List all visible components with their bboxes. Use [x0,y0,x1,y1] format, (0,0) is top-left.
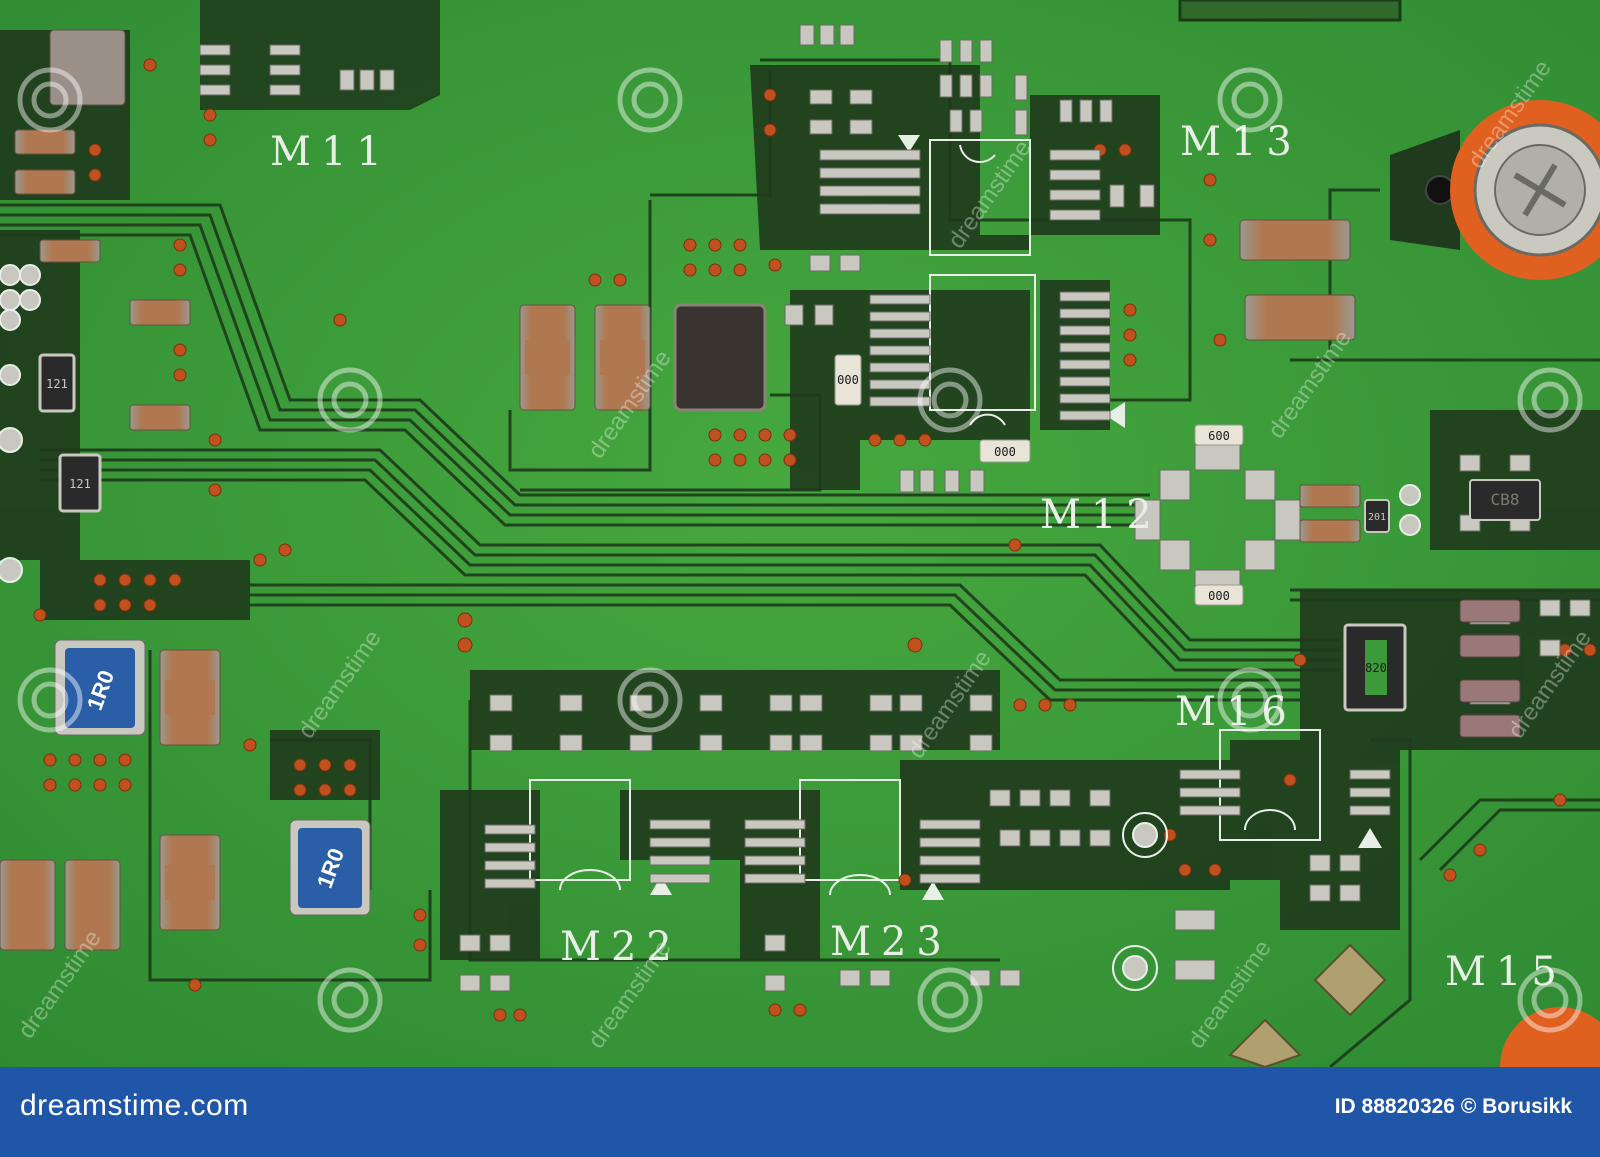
label-m15: M15 [1445,949,1567,995]
connector-top [1178,0,1402,22]
rf-footprint-m12 [1134,444,1301,596]
ic-marking-cb8: CB8 [1491,490,1520,509]
silkscreen-outlines [529,139,1321,896]
resistor-marking-000-a: 000 [837,373,859,387]
resistor-marking-000-c: 000 [1208,589,1230,603]
resistor-marking-121: 121 [46,377,68,391]
diamond-pads [1228,943,1387,1069]
resistor-marking-000-b: 000 [994,445,1016,459]
vias [33,58,1597,1022]
pcb-photo: 121 121 000 000 600 000 201 820 CB8 1R0 … [0,0,1600,1127]
label-m13: M13 [1180,119,1302,165]
label-m16: M16 [1175,689,1297,735]
power-inductor [673,303,767,412]
resistor-marking-121-b: 121 [69,477,91,491]
blue-inductors: 1R0 1R0 [54,639,371,916]
resistor-array-marking-820: 820 [1365,661,1387,675]
smd-pads [199,24,1591,992]
label-m11: M11 [270,129,392,175]
label-m22: M22 [560,924,682,970]
watermarks [17,67,1583,1033]
test-pads [0,264,1421,991]
capacitors [0,29,1521,951]
label-m23: M23 [830,919,952,965]
stock-photo-footer: dreamstime.com ID 88820326 © Borusikk [0,1067,1600,1157]
small-resistors: 121 121 000 000 600 000 201 820 CB8 [38,353,1541,712]
resistor-marking-600: 600 [1208,429,1230,443]
ground-plane-top-left [200,0,440,110]
silkscreen-markers [650,135,1382,900]
image-credit: ID 88820326 © Borusikk [1334,1095,1572,1118]
silkscreen-labels: M11 M13 M12 M16 M22 M23 M15 [270,119,1567,995]
dreamstime-brand-link[interactable]: dreamstime.com [20,1089,249,1122]
label-m12: M12 [1040,492,1162,538]
resistor-marking-201: 201 [1368,512,1386,523]
